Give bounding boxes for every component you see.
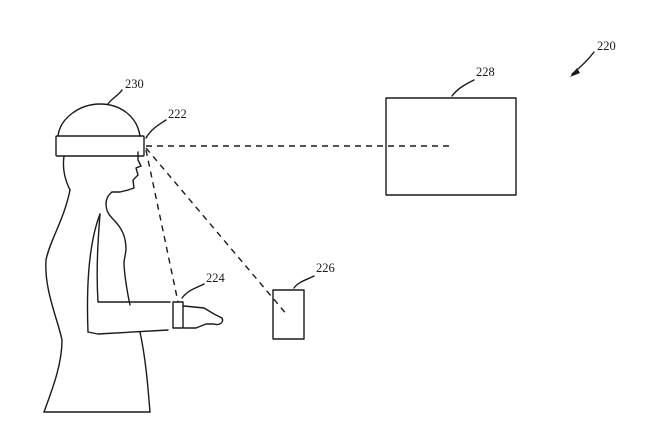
arrowhead-220 [570, 68, 580, 77]
leader-226 [293, 275, 315, 289]
arm-upper [96, 213, 171, 303]
arm-back [86, 213, 101, 333]
sight-line-to-wrist [145, 149, 179, 303]
torso-front [139, 331, 151, 413]
arm-lower [87, 329, 169, 335]
face-profile [111, 151, 142, 193]
back-of-head [62, 155, 71, 191]
label-230: 230 [125, 77, 144, 91]
label-226: 226 [316, 261, 335, 275]
wrist-device [172, 301, 184, 329]
handheld-device [272, 289, 305, 340]
display-screen [385, 97, 517, 196]
sight-lines [145, 145, 452, 317]
helmet-dome [57, 103, 141, 137]
leader-222 [145, 119, 167, 139]
user-figure [43, 103, 224, 413]
label-222: 222 [168, 107, 187, 121]
label-224: 224 [206, 271, 226, 285]
leader-230 [107, 89, 123, 105]
leader-228 [451, 79, 475, 97]
sight-line-to-handheld [145, 147, 289, 317]
back-outline [43, 189, 71, 413]
chest-outline [105, 191, 131, 306]
hand [183, 305, 224, 329]
leader-lines [107, 51, 595, 299]
label-228: 228 [476, 65, 495, 79]
head-mounted-band [55, 135, 145, 157]
leader-224 [181, 283, 205, 299]
label-220: 220 [597, 39, 616, 53]
